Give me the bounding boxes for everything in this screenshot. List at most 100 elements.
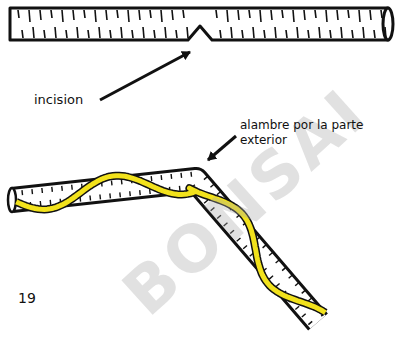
bark-stroke (51, 187, 53, 192)
bark-stroke (109, 193, 111, 198)
bark-stroke (269, 252, 273, 255)
bark-stroke (308, 30, 309, 38)
bark-stroke (260, 10, 261, 22)
bark-stroke (227, 10, 228, 22)
bark-stroke (263, 245, 267, 248)
bark-stroke (121, 27, 122, 38)
branch-end (8, 188, 16, 212)
branch-end (383, 8, 393, 40)
bark-stroke (190, 172, 192, 177)
bark-stroke (319, 27, 320, 38)
bark-stroke (242, 30, 243, 38)
bark-stroke (121, 179, 123, 184)
bark-stroke (99, 194, 101, 199)
bark-stroke (269, 276, 273, 279)
bark-stroke (143, 27, 144, 38)
leader-arrow (208, 136, 236, 160)
bark-stroke (160, 175, 162, 180)
bark-stroke (139, 190, 141, 195)
bark-stroke (66, 30, 67, 38)
bark-stroke (31, 189, 33, 194)
bark-stroke (128, 10, 129, 22)
bark-stroke (286, 30, 287, 38)
bark-stroke (51, 10, 52, 18)
watermark: BONSAI (109, 74, 382, 330)
bark-stroke (337, 10, 338, 20)
bark-stroke (238, 10, 239, 20)
bark-stroke (33, 27, 34, 38)
bark-stroke (330, 30, 331, 38)
bark-stroke (18, 10, 19, 18)
bark-stroke (341, 27, 342, 38)
bark-stroke (88, 30, 89, 38)
bark-stroke (183, 10, 184, 18)
bark-stroke (170, 174, 172, 179)
bark-stroke (315, 10, 316, 18)
bark-stroke (119, 192, 121, 197)
bark-stroke (176, 30, 177, 38)
bark-stroke (293, 10, 294, 22)
bark-stroke (304, 10, 305, 20)
bark-stroke (187, 27, 188, 38)
bark-stroke (180, 173, 182, 178)
bark-stroke (117, 10, 118, 18)
bark-stroke (111, 180, 113, 185)
bark-stroke (139, 10, 140, 20)
bark-stroke (271, 10, 272, 20)
bark-stroke (308, 321, 312, 324)
bark-stroke (161, 10, 162, 22)
bark-stroke (62, 10, 63, 22)
bark-stroke (297, 27, 298, 38)
bark-stroke (132, 30, 133, 38)
bark-stroke (106, 10, 107, 20)
bark-stroke (381, 10, 382, 18)
bark-stroke (89, 196, 91, 201)
bark-stroke (29, 10, 30, 22)
bark-stroke (41, 188, 43, 193)
bark-stroke (204, 176, 208, 179)
bark-stroke (302, 314, 306, 317)
bark-stroke (21, 190, 23, 195)
bark-stroke (71, 185, 73, 190)
bark-stroke (44, 30, 45, 38)
bark-stroke (348, 10, 349, 18)
bark-stroke (253, 27, 254, 38)
bark-stroke (77, 27, 78, 38)
bark-stroke (179, 186, 181, 191)
bark-stroke (276, 260, 280, 263)
bark-stroke (220, 30, 221, 38)
part-label: alambre por la parte exterior (240, 118, 370, 148)
bark-stroke (151, 176, 153, 181)
bark-stroke (73, 10, 74, 20)
bark-stroke (172, 10, 173, 20)
bark-stroke (352, 30, 353, 38)
bark-stroke (154, 30, 155, 38)
bark-stroke (99, 27, 100, 38)
bark-stroke (231, 27, 232, 38)
bark-stroke (385, 27, 386, 38)
bark-stroke (129, 191, 131, 196)
bark-stroke (295, 283, 299, 286)
bark-stroke (370, 10, 371, 20)
bark-stroke (216, 10, 217, 18)
bark-stroke (22, 30, 23, 38)
bark-stroke (326, 10, 327, 22)
bark-stroke (289, 275, 293, 278)
bark-texture (18, 10, 386, 38)
bark-stroke (295, 306, 299, 309)
bark-stroke (302, 290, 306, 293)
bark-stroke (282, 10, 283, 18)
bark-stroke (363, 27, 364, 38)
bark-stroke (150, 10, 151, 18)
bark-stroke (275, 27, 276, 38)
bark-stroke (84, 10, 85, 18)
bark-stroke (282, 267, 286, 270)
bark-stroke (264, 30, 265, 38)
bark-stroke (50, 200, 52, 205)
straight-branch (10, 8, 388, 40)
bark-stroke (359, 10, 360, 22)
page-number: 19 (18, 290, 36, 306)
leader-arrow (100, 52, 190, 100)
bark-stroke (61, 186, 63, 191)
